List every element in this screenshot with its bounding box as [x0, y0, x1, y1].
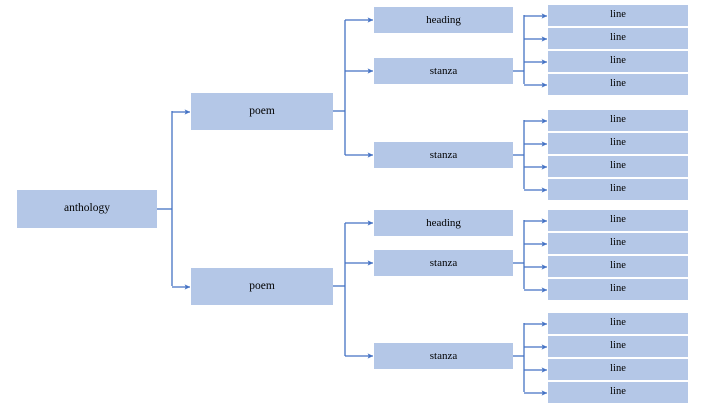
node-label: line [610, 78, 626, 90]
node-stanza-2-1[interactable]: stanza [374, 250, 513, 276]
node-label: line [610, 160, 626, 172]
node-line-1-1-4[interactable]: line [548, 74, 688, 95]
node-line-2-1-4[interactable]: line [548, 279, 688, 300]
node-poem-2[interactable]: poem [191, 268, 333, 305]
node-stanza-1-1[interactable]: stanza [374, 58, 513, 84]
node-label: stanza [429, 256, 458, 269]
node-label: stanza [429, 64, 458, 77]
node-line-2-1-3[interactable]: line [548, 256, 688, 277]
node-label: line [610, 55, 626, 67]
node-label: heading [426, 216, 461, 229]
node-label: heading [426, 13, 461, 26]
node-label: line [610, 386, 626, 398]
node-line-2-2-4[interactable]: line [548, 382, 688, 403]
node-line-1-1-3[interactable]: line [548, 51, 688, 72]
node-label: line [610, 363, 626, 375]
node-heading-2[interactable]: heading [374, 210, 513, 236]
node-label: line [610, 114, 626, 126]
node-stanza-2-2[interactable]: stanza [374, 343, 513, 369]
node-label: anthology [64, 202, 110, 215]
node-label: line [610, 340, 626, 352]
node-label: line [610, 32, 626, 44]
node-line-1-2-3[interactable]: line [548, 156, 688, 177]
node-line-2-2-1[interactable]: line [548, 313, 688, 334]
node-label: line [610, 283, 626, 295]
node-anthology[interactable]: anthology [17, 190, 157, 228]
node-line-2-1-2[interactable]: line [548, 233, 688, 254]
node-label: poem [249, 104, 275, 117]
node-label: line [610, 9, 626, 21]
node-label: stanza [429, 148, 458, 161]
node-label: stanza [429, 349, 458, 362]
node-label: line [610, 137, 626, 149]
node-label: line [610, 183, 626, 195]
node-line-2-1-1[interactable]: line [548, 210, 688, 231]
node-heading-1[interactable]: heading [374, 7, 513, 33]
node-label: poem [249, 279, 275, 292]
node-line-1-1-1[interactable]: line [548, 5, 688, 26]
node-stanza-1-2[interactable]: stanza [374, 142, 513, 168]
node-line-1-1-2[interactable]: line [548, 28, 688, 49]
node-line-1-2-4[interactable]: line [548, 179, 688, 200]
node-label: line [610, 214, 626, 226]
node-label: line [610, 260, 626, 272]
node-label: line [610, 317, 626, 329]
node-line-2-2-3[interactable]: line [548, 359, 688, 380]
node-line-1-2-2[interactable]: line [548, 133, 688, 154]
node-label: line [610, 237, 626, 249]
node-poem-1[interactable]: poem [191, 93, 333, 130]
node-line-1-2-1[interactable]: line [548, 110, 688, 131]
node-line-2-2-2[interactable]: line [548, 336, 688, 357]
